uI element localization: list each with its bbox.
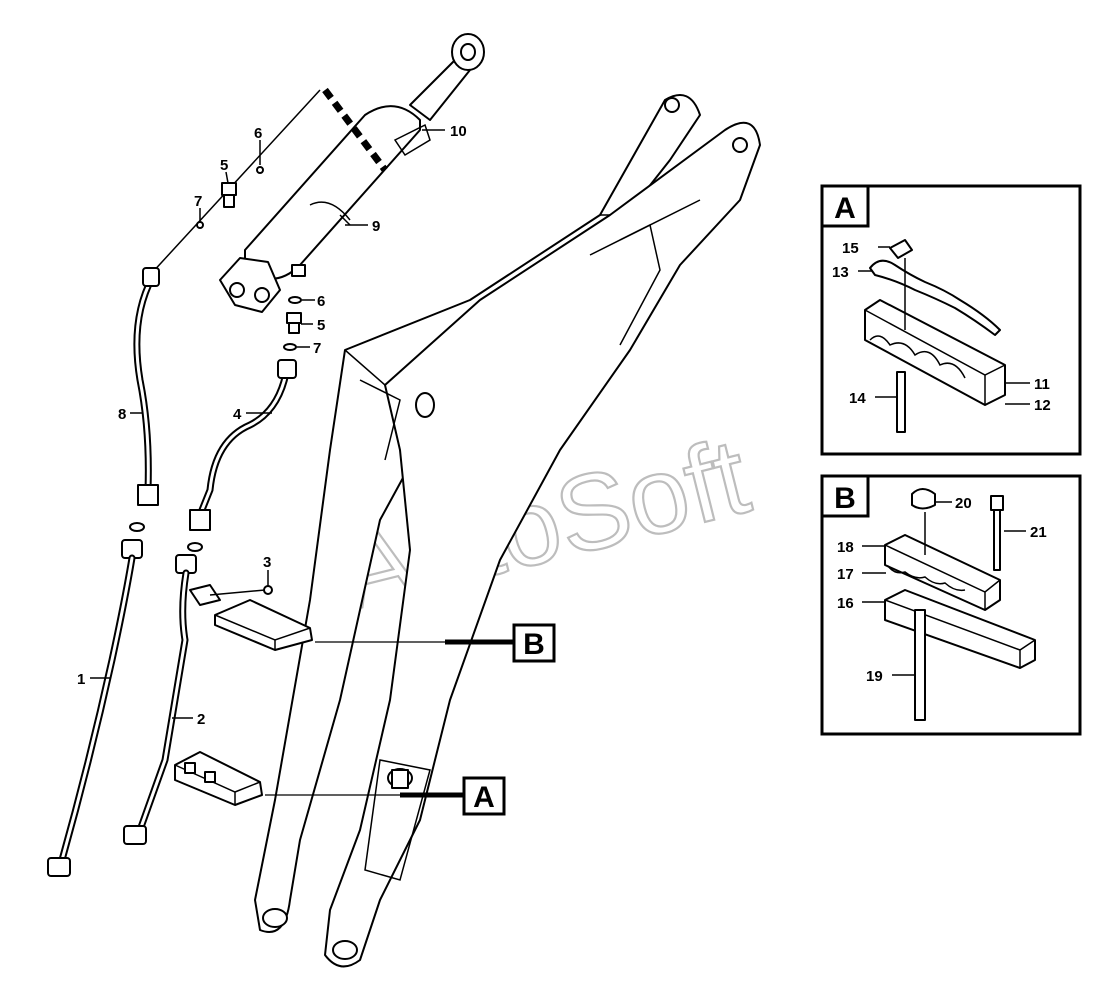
boom-arm: [254, 94, 761, 968]
detail-a-panel: A 15 13 14 11 12: [820, 184, 1082, 456]
fittings-upper: [196, 166, 302, 351]
clamp-a-assembly: [174, 751, 263, 806]
hydraulic-cylinder: [219, 33, 485, 313]
callout-6a: 6: [254, 125, 262, 142]
detail-a-label-14: 14: [849, 390, 866, 407]
detail-b-label-21: 21: [1030, 524, 1047, 541]
callout-5b: 5: [317, 317, 325, 334]
detail-b-clamp: [884, 488, 1036, 721]
callout-4: 4: [233, 406, 242, 423]
detail-a-label-11: 11: [1034, 376, 1050, 393]
clamp-b-assembly: [189, 584, 313, 651]
detail-b-label-18: 18: [837, 539, 854, 556]
detail-a-title: A: [834, 192, 856, 225]
callout-6b: 6: [317, 293, 325, 310]
callout-2: 2: [197, 711, 205, 728]
view-ref-b-box: [512, 623, 556, 663]
detail-b-label-17: 17: [837, 566, 854, 583]
detail-b-title: B: [834, 482, 856, 515]
callout-9: 9: [372, 218, 380, 235]
detail-b-label-16: 16: [837, 595, 854, 612]
callouts: 10 9 6 5 7 6 5 7 4 8 3 1 2: [77, 123, 467, 728]
view-ref-a-label: A: [473, 781, 495, 814]
callout-7b: 7: [313, 340, 321, 357]
callout-1: 1: [77, 671, 85, 688]
callout-7a: 7: [194, 193, 202, 210]
callout-10: 10: [450, 123, 467, 140]
hose-8: [121, 267, 160, 559]
dashed-axis: [322, 87, 388, 173]
callout-8: 8: [118, 406, 126, 423]
detail-b-label-20: 20: [955, 495, 972, 512]
hose-1: [47, 554, 136, 877]
detail-a-clamp: [864, 239, 1006, 433]
detail-b-label-19: 19: [866, 668, 883, 685]
view-ref-b-label: B: [523, 628, 545, 661]
view-ref-a-box: [462, 776, 506, 816]
callout-5a: 5: [220, 157, 228, 174]
callout-3: 3: [263, 554, 271, 571]
detail-a-label-12: 12: [1034, 397, 1051, 414]
detail-a-label-15: 15: [842, 240, 859, 257]
hose-4: [175, 359, 297, 574]
detail-a-label-13: 13: [832, 264, 849, 281]
hose-2: [123, 569, 190, 845]
detail-b-panel: B 20 21 18 17 16 19: [820, 474, 1082, 736]
